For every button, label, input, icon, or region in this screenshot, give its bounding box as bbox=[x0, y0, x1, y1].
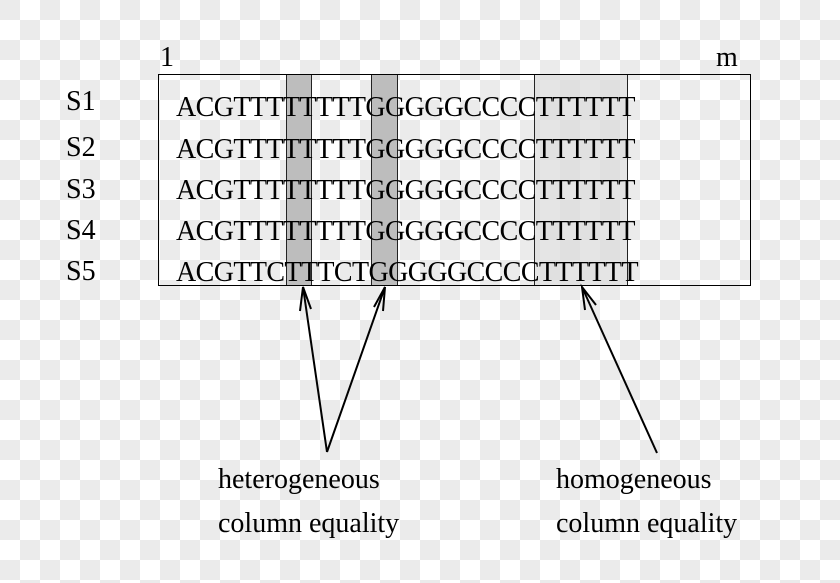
heterogeneous-caption-line1: heterogeneous bbox=[218, 464, 380, 495]
arrow-homogeneous bbox=[580, 283, 658, 454]
sequence-label-s2: S2 bbox=[66, 132, 96, 163]
sequence-label-s5: S5 bbox=[66, 256, 96, 287]
sequence-row-s4: ACGTTTTTTTTGGGGGCCCCTTTTTT bbox=[176, 216, 635, 247]
homogeneous-caption-line2: column equality bbox=[556, 508, 738, 539]
arrow-heterogeneous-2 bbox=[326, 286, 386, 453]
sequence-row-s1: ACGTTTTTTTTGGGGGCCCCTTTTTT bbox=[176, 92, 635, 123]
position-start-label: 1 bbox=[160, 42, 174, 73]
position-end-label: m bbox=[716, 42, 738, 73]
heterogeneous-column-2 bbox=[371, 74, 398, 286]
sequence-row-s2: ACGTTTTTTTTGGGGGCCCCTTTTTT bbox=[176, 134, 635, 165]
sequence-label-s4: S4 bbox=[66, 215, 96, 246]
sequence-row-s3: ACGTTTTTTTTGGGGGCCCCTTTTTT bbox=[176, 175, 635, 206]
homogeneous-column-block bbox=[534, 74, 628, 286]
sequence-label-s3: S3 bbox=[66, 174, 96, 205]
homogeneous-caption-line1: homogeneous bbox=[556, 464, 712, 495]
heterogeneous-column-1 bbox=[286, 74, 312, 286]
sequence-row-s5: ACGTTCTTTCTGGGGGCCCCTTTTTT bbox=[176, 257, 639, 288]
sequence-label-s1: S1 bbox=[66, 86, 96, 117]
alignment-box bbox=[158, 74, 751, 286]
arrow-heterogeneous-1 bbox=[299, 286, 328, 453]
heterogeneous-caption-line2: column equality bbox=[218, 508, 400, 539]
